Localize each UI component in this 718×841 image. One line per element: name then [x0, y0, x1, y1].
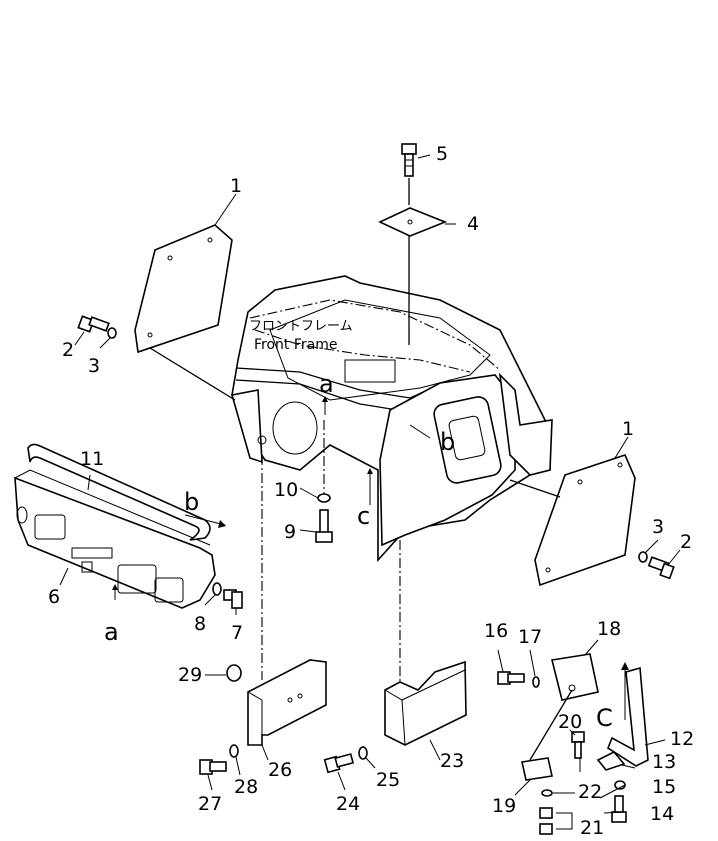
part-numbers: 1 1 2 2 3 3 4 5 6 7 8 9 10 11 12 13 14 1…	[48, 143, 694, 839]
part-29-nut	[226, 664, 242, 682]
part-10-washer	[317, 493, 331, 503]
bracket-26	[247, 659, 327, 746]
part-label-20: 20	[558, 711, 582, 733]
part-7-bolt	[223, 589, 243, 609]
part-label-17: 17	[518, 626, 542, 648]
part-4-plate	[378, 207, 448, 237]
part-8-washer	[212, 582, 222, 596]
part-label-6: 6	[48, 586, 60, 608]
part-label-9: 9	[284, 521, 296, 543]
part-label-28: 28	[234, 776, 258, 798]
part-label-1-right: 1	[622, 418, 634, 440]
part-label-1-left: 1	[230, 175, 242, 197]
right-cover-plate	[534, 454, 636, 587]
part-18-plate	[551, 653, 599, 701]
part-19-block	[521, 757, 553, 781]
part-label-13: 13	[652, 751, 676, 773]
part-label-7: 7	[231, 622, 243, 644]
frame-label-en: Front Frame	[254, 337, 337, 353]
part-label-23: 23	[440, 750, 464, 772]
part-label-25: 25	[376, 769, 400, 791]
part-label-12: 12	[670, 728, 694, 750]
part-label-26: 26	[268, 759, 292, 781]
part-22-washer	[541, 789, 553, 797]
right-bolt-washer	[638, 551, 675, 580]
part-label-18: 18	[597, 618, 621, 640]
left-bolt-washer	[77, 315, 117, 339]
part-label-8: 8	[194, 613, 206, 635]
part-label-3-left: 3	[88, 355, 100, 377]
ref-letter-C-handle: C	[596, 704, 613, 732]
part-label-24: 24	[336, 793, 360, 815]
part-13-clip	[596, 751, 626, 771]
part-5-bolt	[401, 143, 417, 177]
left-cover-plate	[134, 224, 233, 354]
ref-letter-b-grille: b	[184, 488, 199, 516]
part-21-nut	[539, 807, 553, 835]
frame-label-jp: フロントフレーム	[249, 319, 353, 334]
part-label-16: 16	[484, 620, 508, 642]
cover-23	[384, 660, 467, 746]
part-9-bolt	[315, 509, 333, 543]
part-label-2-left: 2	[62, 339, 74, 361]
handle-12	[607, 666, 649, 767]
part-14-bolt	[611, 795, 627, 823]
ref-letter-a-grille: a	[104, 618, 119, 646]
ref-letter-a-frame: a	[319, 370, 334, 398]
part-label-5: 5	[436, 143, 448, 165]
part-label-3-right: 3	[652, 516, 664, 538]
rubber-strip	[27, 443, 211, 541]
part-label-4: 4	[467, 213, 479, 235]
part-label-21: 21	[580, 817, 604, 836]
part-20-bolt	[571, 731, 585, 759]
leader-lines	[59, 154, 681, 814]
part-27-bolt	[199, 759, 227, 775]
part-label-29: 29	[178, 664, 202, 686]
part-label-27: 27	[198, 793, 222, 815]
part-16-bolt	[497, 671, 525, 685]
part-17-washer	[532, 676, 540, 688]
ref-letter-c-frame: c	[357, 502, 370, 530]
part-label-10: 10	[274, 479, 298, 501]
part-label-22: 22	[578, 781, 602, 803]
part-24-bolt	[323, 753, 355, 774]
part-label-19: 19	[492, 795, 516, 817]
part-label-2-right: 2	[680, 531, 692, 553]
part-28-washer	[229, 744, 239, 758]
part-label-11: 11	[80, 448, 104, 470]
part-25-washer	[358, 746, 368, 760]
front-grille	[14, 469, 216, 609]
part-label-14: 14	[650, 803, 674, 825]
part-label-15: 15	[652, 776, 676, 798]
front-frame	[230, 275, 553, 563]
ref-letter-b-frame: b	[440, 428, 455, 456]
